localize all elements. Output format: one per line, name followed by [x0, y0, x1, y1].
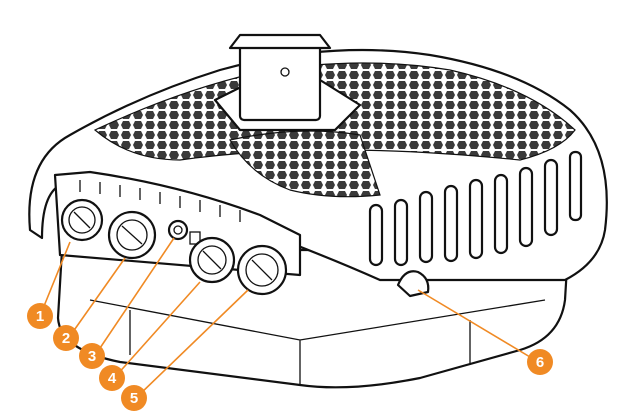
callout-1: 1 — [27, 303, 53, 329]
callout-4: 4 — [99, 365, 125, 391]
callout-label: 1 — [36, 308, 44, 325]
callout-label: 6 — [536, 354, 544, 371]
callout-label: 5 — [130, 390, 138, 407]
callout-label: 3 — [88, 348, 96, 365]
callout-3: 3 — [79, 343, 105, 369]
port-5 — [238, 246, 286, 294]
port-1 — [62, 200, 102, 240]
callout-label: 4 — [108, 370, 117, 387]
top-connector-cap — [230, 35, 330, 48]
port-4 — [190, 238, 234, 282]
callout-5: 5 — [121, 385, 147, 411]
top-connector — [240, 45, 320, 120]
port-2 — [109, 212, 155, 258]
callout-6: 6 — [527, 349, 553, 375]
callout-label: 2 — [62, 330, 70, 347]
callout-2: 2 — [53, 325, 79, 351]
